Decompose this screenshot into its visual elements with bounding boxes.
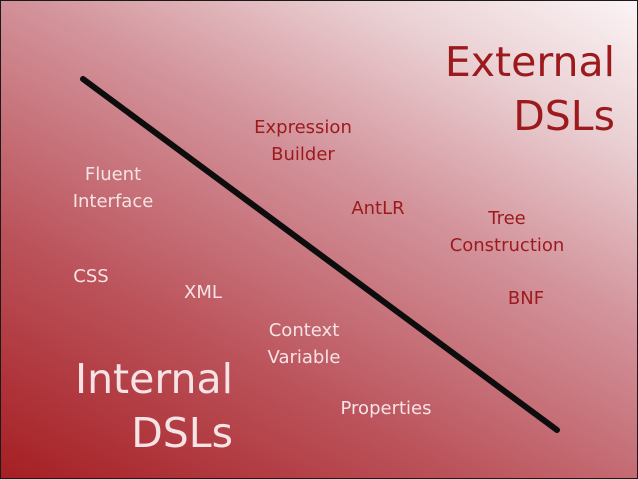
label-expression-builder-line-1: Expression — [254, 117, 352, 138]
label-xml: XML — [173, 279, 233, 306]
external-heading-line-1: External — [444, 38, 615, 86]
label-properties-text: Properties — [340, 398, 432, 419]
internal-heading-line-1: Internal — [74, 355, 233, 403]
label-fluent-interface-line-1: Fluent — [84, 164, 142, 185]
label-bnf-text: BNF — [507, 288, 545, 309]
label-expression-builder: Expression Builder — [233, 114, 373, 168]
label-tree-construction-line-1: Tree — [488, 208, 526, 229]
internal-heading-line-2: DSLs — [131, 409, 233, 457]
label-tree-construction: Tree Construction — [429, 205, 585, 259]
external-dsls-heading: External DSLs — [393, 35, 615, 143]
label-bnf: BNF — [495, 285, 557, 312]
label-css: CSS — [63, 263, 119, 290]
label-context-variable: Context Variable — [249, 317, 359, 371]
external-heading-line-2: DSLs — [513, 92, 615, 140]
label-antlr: AntLR — [335, 195, 421, 222]
label-tree-construction-line-2: Construction — [449, 235, 565, 256]
label-expression-builder-line-2: Builder — [271, 144, 335, 165]
internal-dsls-heading: Internal DSLs — [15, 352, 233, 460]
label-xml-text: XML — [184, 282, 222, 303]
label-context-variable-line-1: Context — [268, 320, 340, 341]
label-fluent-interface-line-2: Interface — [72, 191, 154, 212]
label-antlr-text: AntLR — [351, 198, 405, 219]
label-context-variable-line-2: Variable — [267, 347, 341, 368]
label-properties: Properties — [321, 395, 451, 422]
label-css-text: CSS — [73, 266, 109, 287]
label-fluent-interface: Fluent Interface — [53, 161, 173, 215]
